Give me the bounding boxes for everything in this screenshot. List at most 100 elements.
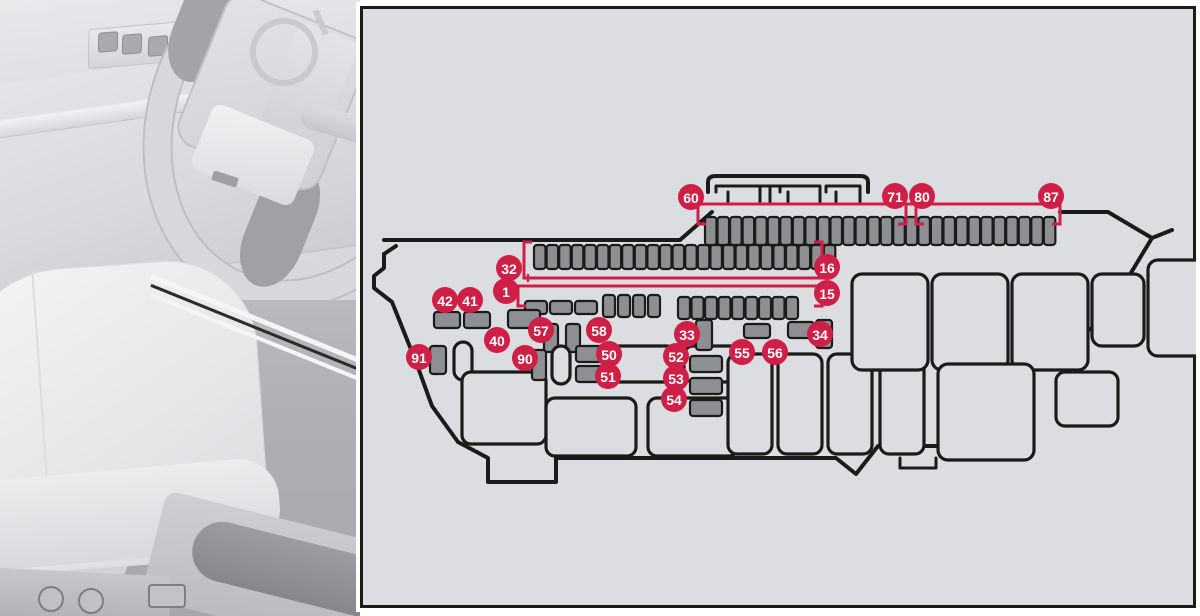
callout-circle: [663, 343, 689, 369]
callout-circle: [909, 183, 935, 209]
callout-marker-52[interactable]: 52: [663, 343, 689, 369]
fuse-slot: [646, 243, 660, 271]
callout-number: 34: [812, 327, 828, 343]
relay-box-42: [432, 310, 462, 330]
fuse-slot: [772, 243, 786, 271]
callout-marker-60[interactable]: 60: [678, 184, 704, 210]
callout-marker-34[interactable]: 34: [807, 321, 833, 347]
relay-box-90: [460, 370, 548, 446]
fuse-slot: [892, 215, 906, 247]
relay-box-55-upper: [742, 322, 772, 340]
callout-brackets: [516, 202, 1062, 308]
callout-number: 15: [819, 286, 835, 302]
relay-box-top-right-3: [1010, 272, 1090, 372]
callout-number: 57: [533, 323, 549, 339]
fuse-slot: [1030, 215, 1044, 247]
callout-marker-32[interactable]: 32: [496, 255, 522, 281]
fuse-slot: [573, 299, 599, 316]
top-connector: [706, 174, 870, 206]
callout-marker-54[interactable]: 54: [661, 386, 687, 412]
fuse-row-third-b: [676, 295, 800, 321]
callout-circle: [661, 386, 687, 412]
callout-number: 54: [666, 392, 682, 408]
callout-circle: [814, 254, 840, 280]
callout-number: 55: [734, 345, 750, 361]
callout-circle: [457, 287, 483, 313]
right-relay-group: [688, 258, 1196, 462]
callout-number: 53: [668, 371, 684, 387]
fuse-slot: [954, 215, 969, 247]
fuse-slot: [741, 215, 756, 247]
callout-circle: [596, 341, 622, 367]
callout-marker-56[interactable]: 56: [762, 339, 788, 365]
fuse-slot: [616, 293, 632, 319]
relay-box-58-upper: [564, 322, 582, 354]
relay-box-bottom-right-2: [1054, 370, 1120, 428]
seat-memory-button-icon: [148, 584, 186, 608]
relay-box-top-right-5: [1146, 258, 1196, 358]
callout-circle: [528, 317, 554, 343]
fuse-slot: [729, 215, 743, 247]
fuse-slot: [696, 243, 711, 271]
callout-marker-16[interactable]: 16: [814, 254, 840, 280]
callout-marker-71[interactable]: 71: [882, 183, 908, 209]
relay-box-top-right-2: [930, 272, 1010, 372]
callout-marker-40[interactable]: 40: [484, 327, 510, 353]
fuse-slot: [784, 295, 800, 321]
relay-box-41: [462, 310, 492, 330]
callout-number: 52: [668, 349, 684, 365]
callout-marker-90[interactable]: 90: [512, 345, 538, 371]
fuse-slot: [766, 215, 781, 247]
callout-number: 40: [489, 333, 505, 349]
fuse-slot: [979, 215, 994, 247]
callout-marker-33[interactable]: 33: [674, 321, 700, 347]
seat-control-knob-1-icon: [38, 586, 64, 612]
callout-marker-15[interactable]: 15: [814, 280, 840, 306]
callout-circle: [762, 339, 788, 365]
callout-marker-42[interactable]: 42: [432, 287, 458, 313]
callout-marker-80[interactable]: 80: [909, 183, 935, 209]
callout-marker-57[interactable]: 57: [528, 317, 554, 343]
callout-number: 32: [501, 261, 517, 277]
window-switch-1: [97, 31, 119, 53]
fuse-slot: [721, 243, 736, 271]
callout-marker-1[interactable]: 1: [493, 278, 519, 304]
fuse-slot: [779, 215, 793, 247]
fuse-slot: [854, 215, 869, 247]
fuse-slot: [548, 299, 574, 316]
callout-marker-58[interactable]: 58: [586, 317, 612, 343]
relay-box-top-right-1: [850, 272, 930, 372]
callout-marker-55[interactable]: 55: [729, 339, 755, 365]
fuse-slot: [734, 243, 749, 271]
fuse-slot: [744, 295, 759, 321]
fuse-slot: [633, 243, 648, 271]
callout-circle: [882, 183, 908, 209]
callout-marker-51[interactable]: 51: [595, 363, 621, 389]
bracket-32-16: [522, 240, 824, 280]
callout-circle: [595, 363, 621, 389]
callout-marker-53[interactable]: 53: [663, 365, 689, 391]
fuse-slot: [1017, 215, 1032, 247]
fuse-slot: [671, 243, 686, 271]
fuse-slot: [545, 243, 560, 271]
fuse-slot: [690, 295, 705, 321]
fuse-slot: [879, 215, 894, 247]
callout-marker-91[interactable]: 91: [406, 344, 432, 370]
callout-circle: [493, 278, 519, 304]
callout-number: 51: [600, 369, 616, 385]
callout-marker-50[interactable]: 50: [596, 341, 622, 367]
bracket-60-87: [696, 202, 1062, 226]
fuse-slot: [730, 295, 746, 321]
callout-circle: [496, 255, 522, 281]
fuse-slot: [601, 293, 617, 319]
callout-circle: [674, 321, 700, 347]
callout-number: 58: [591, 323, 607, 339]
fuse-box-svg: .outline{fill:none;stroke:#1b1b1b;stroke…: [372, 174, 1196, 484]
callout-marker-87[interactable]: 87: [1038, 183, 1064, 209]
callout-marker-41[interactable]: 41: [457, 287, 483, 313]
fuse-slot: [532, 243, 547, 271]
callout-circle: [678, 184, 704, 210]
callout-circle: [586, 317, 612, 343]
fuse-slot: [621, 243, 635, 271]
